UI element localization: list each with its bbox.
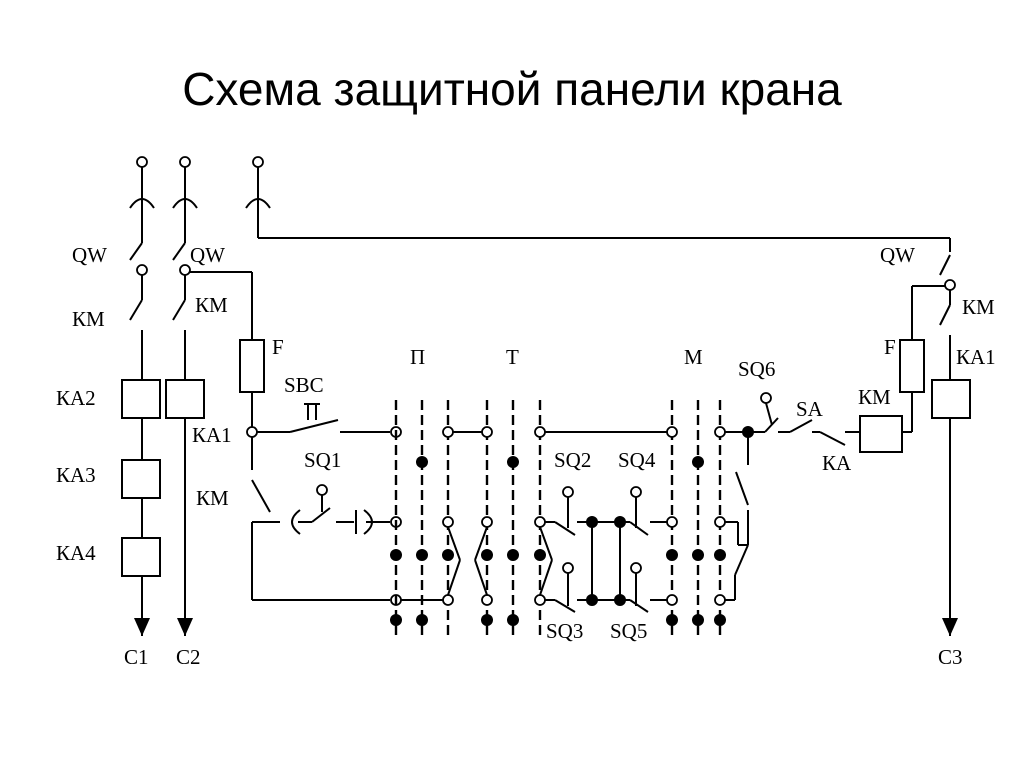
label-c1: С1 (124, 645, 149, 669)
label-sq1: SQ1 (304, 448, 341, 472)
label-c2: С2 (176, 645, 201, 669)
phase-c2-branch (165, 156, 253, 636)
label-ka: КА (822, 451, 852, 475)
label-p: П (410, 345, 425, 369)
label-sq3: SQ3 (546, 619, 583, 643)
label-sq2: SQ2 (554, 448, 591, 472)
control-circuit-right (725, 339, 925, 601)
phase-c1-branch (121, 156, 161, 636)
label-sa: SA (796, 397, 824, 421)
page-title: Схема защитной панели крана (182, 63, 842, 115)
label-qw-right: QW (880, 243, 915, 267)
label-c3: С3 (938, 645, 963, 669)
label-ka1-left: КА1 (192, 423, 232, 447)
label-ka4: КА4 (56, 541, 96, 565)
label-km-right: КМ (962, 295, 995, 319)
label-f-left: F (272, 335, 284, 359)
schematic-labels: QW QW QW КМ КМ КМ КМ КМ КА2 КА3 КА4 КА1 … (56, 243, 996, 669)
label-qw-left: QW (72, 243, 107, 267)
limit-switches-sq2-sq5 (539, 486, 667, 613)
label-t: Т (506, 345, 519, 369)
label-km-left: КМ (72, 307, 105, 331)
label-ka1-right: КА1 (956, 345, 996, 369)
label-km-contact: КМ (196, 486, 229, 510)
label-m: М (684, 345, 703, 369)
controller-contacts (390, 426, 726, 626)
label-sq5: SQ5 (610, 619, 647, 643)
label-f-right: F (884, 335, 896, 359)
label-sbc: SBC (284, 373, 324, 397)
label-ka2: КА2 (56, 386, 96, 410)
label-km-coil: КМ (858, 385, 891, 409)
label-sq4: SQ4 (618, 448, 656, 472)
label-km-mid: КМ (195, 293, 228, 317)
label-qw-mid: QW (190, 243, 225, 267)
label-sq6: SQ6 (738, 357, 775, 381)
label-ka3: КА3 (56, 463, 96, 487)
